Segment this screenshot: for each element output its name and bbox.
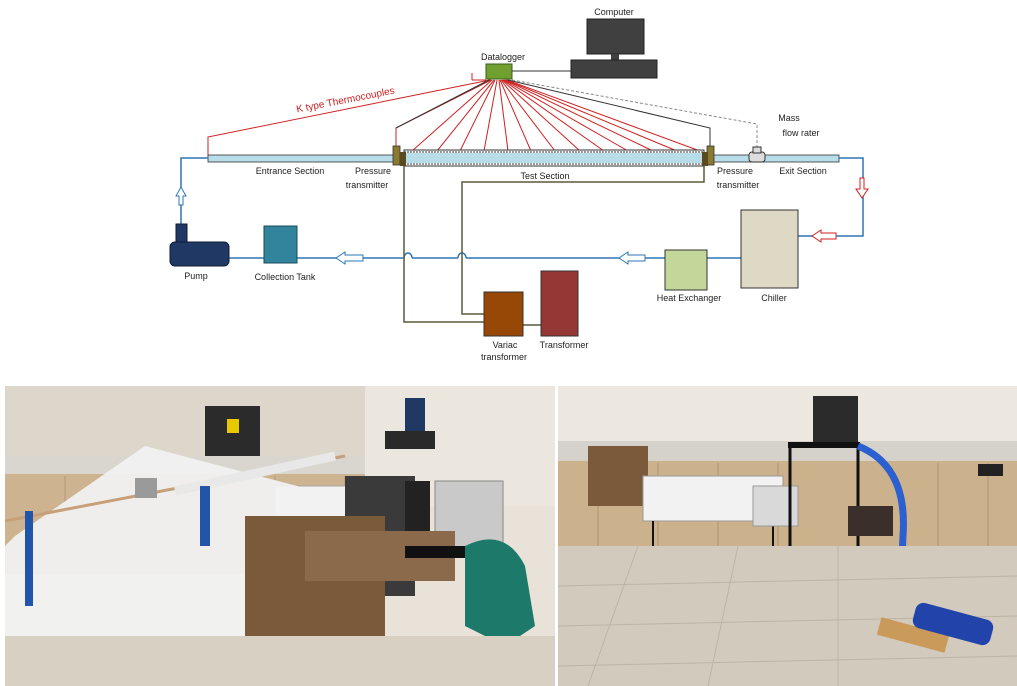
experimental-setup-schematic: Computer Datalogger K type Thermocouples (169, 7, 869, 362)
pressure-right-label-line2: transmitter (717, 180, 760, 190)
pressure-transmitter-left (392, 145, 401, 166)
exit-section-label: Exit Section (779, 166, 827, 176)
collection-tank (263, 225, 298, 264)
transformer-label: Transformer (540, 340, 589, 350)
variac-transformer (483, 291, 524, 337)
datalogger-label: Datalogger (481, 52, 525, 62)
variac-label-line2: transformer (481, 352, 527, 362)
laboratory-photo-left (5, 386, 555, 686)
computer-label: Computer (594, 7, 634, 17)
entrance-section-label: Entrance Section (256, 166, 325, 176)
pressure-left-label-line2: transmitter (346, 180, 389, 190)
test-section-label: Test Section (520, 171, 569, 181)
transformer (540, 270, 579, 337)
flow-arrow-up (175, 185, 187, 206)
mass-label-line2: flow rater (782, 128, 819, 138)
variac-label-line1: Variac (493, 340, 518, 350)
chiller-label: Chiller (761, 293, 787, 303)
entrance-section-pipe (207, 154, 399, 163)
pump-label: Pump (184, 271, 208, 281)
flow-arrow-left-2 (335, 251, 364, 265)
computer (570, 18, 658, 79)
mass-label-line1: Mass (778, 113, 800, 123)
datalogger (485, 63, 513, 80)
heater-power-wires (403, 166, 705, 326)
pump (169, 223, 230, 267)
pressure-left-label-line1: Pressure (355, 166, 391, 176)
flow-arrow-down (855, 177, 869, 199)
exit-section-pipe (711, 154, 840, 163)
flow-arrow-left-red (811, 229, 837, 243)
thermocouples-label: K type Thermocouples (295, 86, 395, 116)
pressure-wires (395, 79, 711, 147)
collection-tank-label: Collection Tank (255, 272, 316, 282)
flow-arrow-left-1 (618, 251, 646, 265)
mass-flow-rater (748, 146, 766, 163)
mass-flow-dashed-link (511, 79, 758, 148)
heat-exchanger (664, 249, 708, 291)
pressure-right-label-line1: Pressure (717, 166, 753, 176)
laboratory-photo-right (558, 386, 1017, 686)
chiller (740, 209, 799, 289)
pressure-transmitter-right (706, 145, 715, 166)
heat-exchanger-label: Heat Exchanger (657, 293, 722, 303)
thermocouple-wires (207, 79, 701, 157)
